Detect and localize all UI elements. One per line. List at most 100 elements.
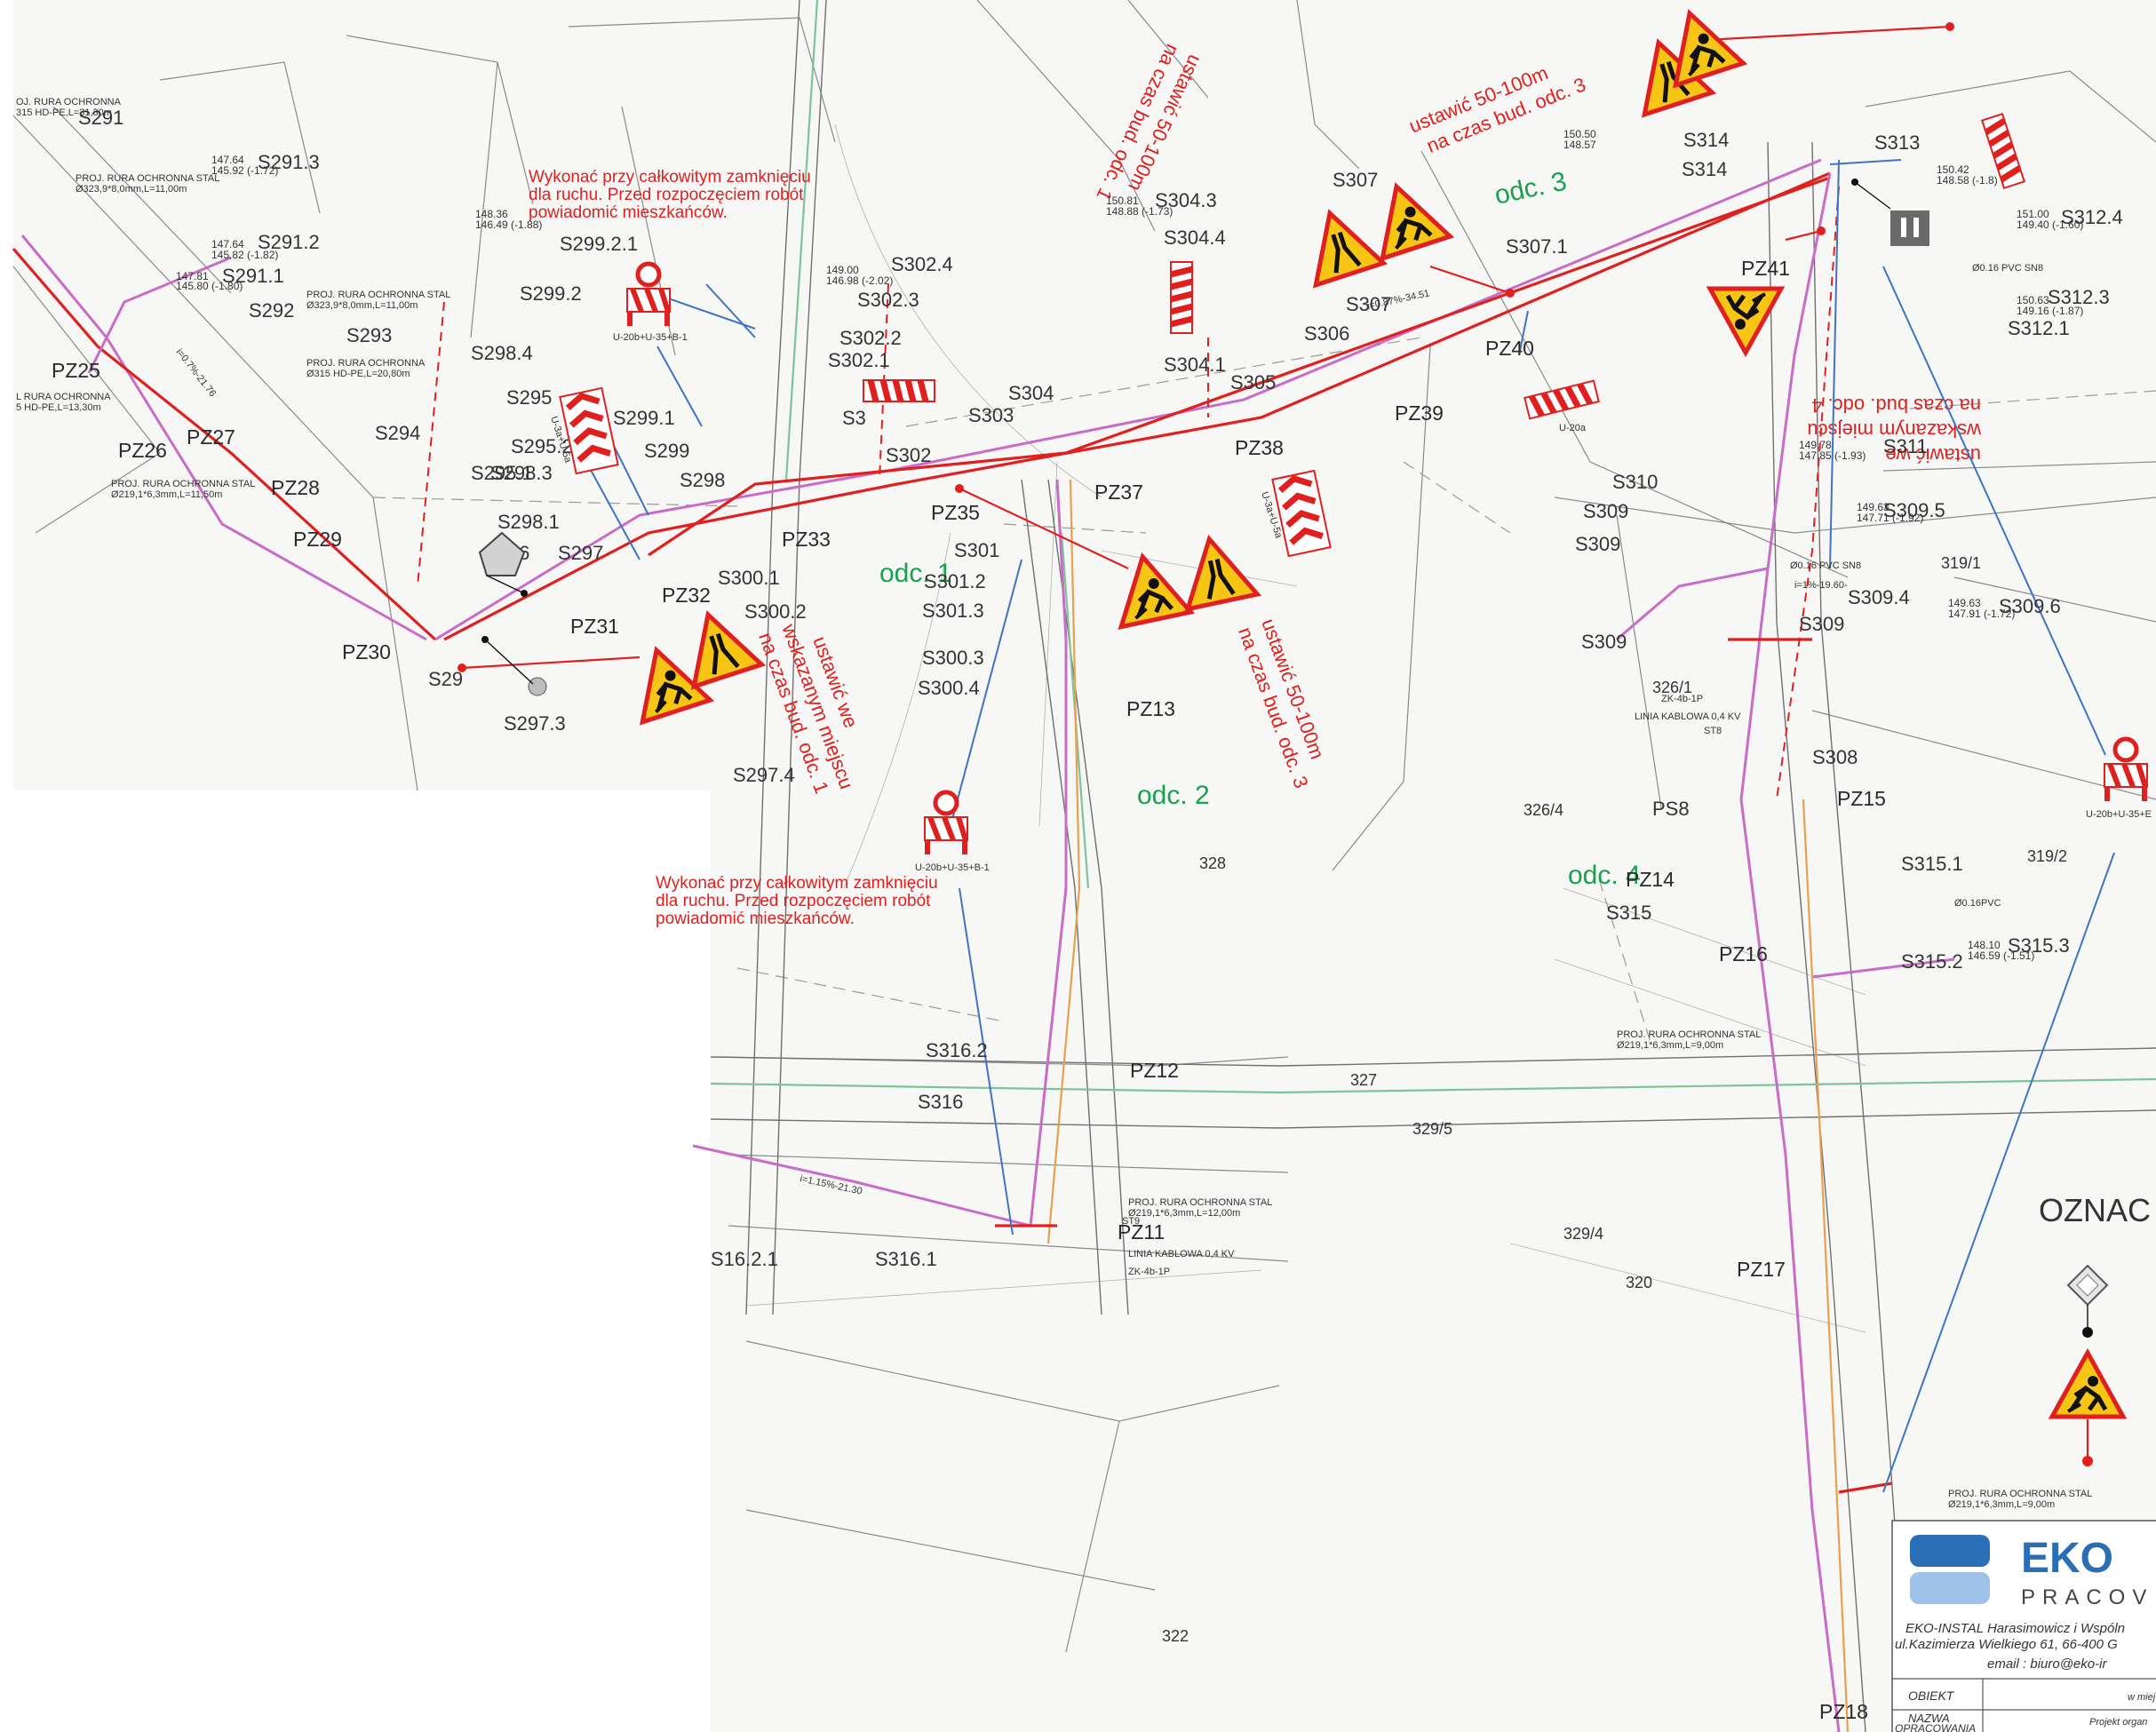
- svg-text:PZ18: PZ18: [1819, 1700, 1868, 1723]
- svg-text:150.81: 150.81: [1106, 195, 1139, 207]
- svg-text:wskazanym miejscu: wskazanym miejscu: [1807, 419, 1982, 441]
- svg-text:S299.1: S299.1: [613, 407, 675, 429]
- svg-text:S311: S311: [1883, 435, 1928, 457]
- svg-text:S301.3: S301.3: [922, 600, 984, 622]
- logo-text: EKO: [2021, 1535, 2113, 1582]
- sign-stripes-3: U-20a: [1524, 381, 1598, 433]
- svg-text:PZ39: PZ39: [1395, 401, 1444, 425]
- svg-text:PROJ. RURA OCHRONNA STAL: PROJ. RURA OCHRONNA STAL: [1128, 1197, 1272, 1208]
- white-mask-left: [0, 791, 711, 1732]
- svg-text:S309: S309: [1575, 533, 1620, 555]
- svg-text:Ø323,9*8,0mm,L=11,00m: Ø323,9*8,0mm,L=11,00m: [76, 184, 187, 195]
- svg-text:S294: S294: [375, 422, 420, 444]
- s-labels: S291.3 S291.2 S291.1 S291 S292 S293 S294…: [78, 107, 2123, 1270]
- svg-text:S292: S292: [249, 299, 294, 322]
- sign-barrier-right: U-20b+U-35+E: [2086, 739, 2152, 820]
- svg-text:149.40 (-1.60): 149.40 (-1.60): [2017, 218, 2083, 231]
- svg-text:S16.2.1: S16.2.1: [711, 1248, 778, 1270]
- svg-text:ul.Kazimierza Wielkiego 61, 66: ul.Kazimierza Wielkiego 61, 66-400 G: [1895, 1637, 2118, 1652]
- svg-text:149.00: 149.00: [826, 264, 859, 276]
- svg-text:S295: S295: [506, 386, 552, 409]
- svg-text:powiadomić mieszkańców.: powiadomić mieszkańców.: [529, 203, 728, 222]
- svg-text:5 HD-PE,L=13,30m: 5 HD-PE,L=13,30m: [16, 402, 101, 413]
- parcel-numbers: 326/1 326/4 328 319/1 319/2 329/5 329/4 …: [1162, 554, 2067, 1645]
- svg-text:S303: S303: [968, 404, 1014, 426]
- svg-text:S312.3: S312.3: [2048, 286, 2110, 308]
- svg-text:147.64: 147.64: [211, 154, 244, 166]
- svg-text:149.78: 149.78: [1799, 439, 1832, 451]
- svg-text:148.10: 148.10: [1968, 939, 2001, 951]
- svg-text:S298: S298: [680, 469, 725, 491]
- svg-text:327: 327: [1350, 1071, 1377, 1089]
- svg-text:146.49 (-1.88): 146.49 (-1.88): [475, 218, 542, 231]
- logo-mark: [1910, 1535, 1990, 1567]
- svg-text:S305: S305: [1230, 371, 1276, 393]
- svg-text:S309: S309: [1799, 613, 1844, 635]
- svg-text:150.50: 150.50: [1563, 128, 1596, 140]
- pipe-annotations: OJ. RURA OCHRONNA 315 HD-PE,L=31,30m PRO…: [16, 97, 2092, 1510]
- svg-text:147.85 (-1.93): 147.85 (-1.93): [1799, 449, 1866, 462]
- svg-text:S312.4: S312.4: [2061, 206, 2123, 228]
- svg-text:PZ14: PZ14: [1626, 868, 1675, 891]
- svg-text:ZK-4b-1P: ZK-4b-1P: [1661, 694, 1703, 704]
- svg-text:145.82 (-1.82): 145.82 (-1.82): [211, 249, 278, 261]
- svg-text:S315.1: S315.1: [1901, 853, 1963, 875]
- svg-text:PZ32: PZ32: [662, 584, 711, 607]
- svg-text:dla ruchu. Przed rozpoczęciem: dla ruchu. Przed rozpoczęciem robót: [529, 186, 804, 204]
- sign-barrier-middle: U-20b+U-35+B-1: [915, 792, 990, 873]
- svg-text:145.80 (-1.80): 145.80 (-1.80): [176, 280, 243, 292]
- section-label-odc4: odc. 4: [1568, 861, 1641, 890]
- svg-text:S3: S3: [842, 407, 866, 429]
- svg-text:Ø0.16PVC: Ø0.16PVC: [1954, 898, 2001, 909]
- svg-text:Projekt organ: Projekt organ: [2089, 1717, 2147, 1728]
- svg-text:S307: S307: [1333, 169, 1378, 191]
- svg-text:S302.1: S302.1: [828, 349, 890, 371]
- svg-text:ZK-4b-1P: ZK-4b-1P: [1128, 1267, 1170, 1277]
- svg-text:149.63: 149.63: [1857, 501, 1889, 513]
- svg-text:S309.5: S309.5: [1883, 499, 1945, 521]
- svg-text:315 HD-PE,L=31,30m: 315 HD-PE,L=31,30m: [16, 107, 112, 118]
- svg-text:PZ33: PZ33: [782, 528, 831, 551]
- svg-text:OJ. RURA OCHRONNA: OJ. RURA OCHRONNA: [16, 97, 122, 107]
- svg-text:319/2: 319/2: [2027, 847, 2067, 865]
- svg-text:S291.3: S291.3: [258, 151, 320, 173]
- svg-text:S309.6: S309.6: [1999, 595, 2061, 617]
- svg-text:ST8: ST8: [1704, 726, 1722, 736]
- svg-text:U-20b+U-35+B-1: U-20b+U-35+B-1: [613, 332, 688, 343]
- svg-text:na czas bud. odc. 4: na czas bud. odc. 4: [1811, 394, 1981, 417]
- svg-text:S304: S304: [1008, 382, 1054, 404]
- svg-text:S301: S301: [954, 539, 999, 561]
- svg-text:ST9: ST9: [1122, 1216, 1140, 1227]
- svg-text:PS8: PS8: [1652, 798, 1690, 820]
- svg-text:329/4: 329/4: [1563, 1225, 1603, 1243]
- sign-barrier-top: U-20b+U-35+B-1: [613, 264, 688, 343]
- logo-subtext: PRACOV: [2021, 1585, 2153, 1609]
- svg-text:150.42: 150.42: [1937, 163, 1969, 176]
- svg-text:S297: S297: [558, 542, 603, 564]
- svg-text:S314: S314: [1682, 158, 1727, 180]
- note-closure-bottom: Wykonać przy całkowitym zamknięciu dla r…: [656, 874, 938, 928]
- svg-text:147.64: 147.64: [211, 238, 244, 250]
- svg-text:S299.2: S299.2: [520, 282, 582, 305]
- svg-text:PZ13: PZ13: [1126, 697, 1175, 720]
- svg-text:PZ31: PZ31: [570, 615, 619, 638]
- svg-text:145.92 (-1.72): 145.92 (-1.72): [211, 164, 278, 177]
- svg-text:S291.2: S291.2: [258, 231, 320, 253]
- svg-text:148.88 (-1.73): 148.88 (-1.73): [1106, 205, 1173, 218]
- svg-text:S312.1: S312.1: [2008, 317, 2070, 339]
- svg-text:Ø0.16 PVC SN8: Ø0.16 PVC SN8: [1790, 560, 1861, 571]
- svg-text:146.59 (-1.51): 146.59 (-1.51): [1968, 949, 2034, 962]
- svg-text:S299.2.1: S299.2.1: [560, 233, 638, 255]
- svg-text:PZ30: PZ30: [342, 640, 391, 663]
- svg-text:PZ17: PZ17: [1737, 1258, 1786, 1281]
- svg-text:Wykonać przy całkowitym zamkni: Wykonać przy całkowitym zamknięciu: [656, 874, 938, 893]
- svg-text:EKO-INSTAL Harasimowicz i Wspó: EKO-INSTAL Harasimowicz i Wspóln: [1905, 1621, 2125, 1636]
- svg-text:320: 320: [1626, 1274, 1652, 1291]
- svg-text:S304.3: S304.3: [1155, 189, 1217, 211]
- svg-text:S304.1: S304.1: [1164, 354, 1226, 376]
- svg-text:147.71 (-1.92): 147.71 (-1.92): [1857, 512, 1923, 524]
- sign-stripes-2: [1171, 262, 1192, 333]
- svg-text:dla ruchu. Przed rozpoczęciem: dla ruchu. Przed rozpoczęciem robót: [656, 892, 931, 910]
- svg-text:S295.1: S295.1: [471, 462, 533, 484]
- svg-text:email : biuro@eko-ir: email : biuro@eko-ir: [1987, 1657, 2107, 1672]
